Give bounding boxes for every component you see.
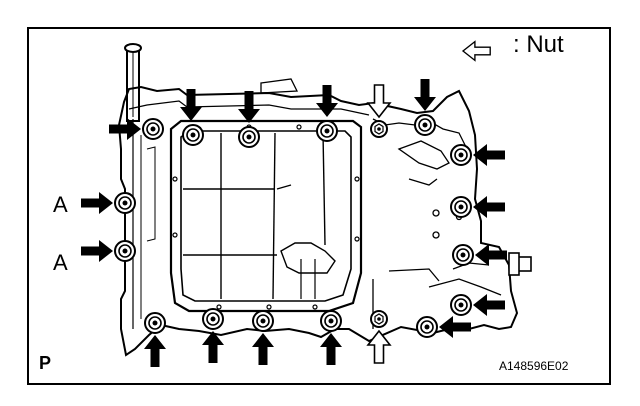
bolt-top-2 [238,126,260,148]
arrow-top-right [414,79,436,111]
arrow-bottom-right [439,316,471,338]
bolt-a-upper [114,192,136,214]
arrow-right-4 [473,294,505,316]
arrow-right-3 [475,244,507,266]
bolt-right-1 [450,144,472,166]
dipstick-tube [124,43,142,122]
arrow-a-lower [81,240,113,262]
arrow-a-upper [81,192,113,214]
bolt-top-right [414,114,436,136]
label-a-lower: A [53,250,68,275]
nut-legend-label: : Nut [513,31,564,58]
bolt-bottom-4 [320,310,342,332]
nut-bottom [370,310,388,328]
arrow-top-3 [316,85,338,117]
bolt-bottom-3 [252,310,274,332]
bolt-group [114,114,474,338]
arrow-right-1 [473,144,505,166]
arrow-group [81,40,507,367]
figure-code: A148596E02 [499,359,569,373]
oil-pan-diagram [81,40,532,367]
bolt-bottom-2 [202,308,224,330]
legend-hollow-arrow-icon [462,40,491,62]
arrow-bottom-4 [320,333,342,365]
bolt-top-1 [182,124,204,146]
label-a-upper: A [53,192,68,217]
bolt-right-4 [450,294,472,316]
bolt-right-2 [450,196,472,218]
shaft-stub [508,252,532,276]
arrow-top-2 [238,91,260,123]
nut-top [370,120,388,138]
bolt-a-lower [114,240,136,262]
bolt-left-upper [142,118,164,140]
bolt-bottom-1 [144,312,166,334]
bolt-bottom-right [416,316,438,338]
arrow-bottom-1 [144,335,166,367]
hollow-arrow-top [367,84,391,118]
arrow-bottom-3 [252,333,274,365]
oil-pan [169,119,363,313]
arrow-right-2 [473,196,505,218]
hollow-arrow-bottom [367,330,391,364]
corner-mark: P [39,353,52,373]
bolt-top-3 [316,120,338,142]
bolt-right-3 [452,244,474,266]
figure-frame: : Nut A A P A148596E02 [27,27,611,385]
